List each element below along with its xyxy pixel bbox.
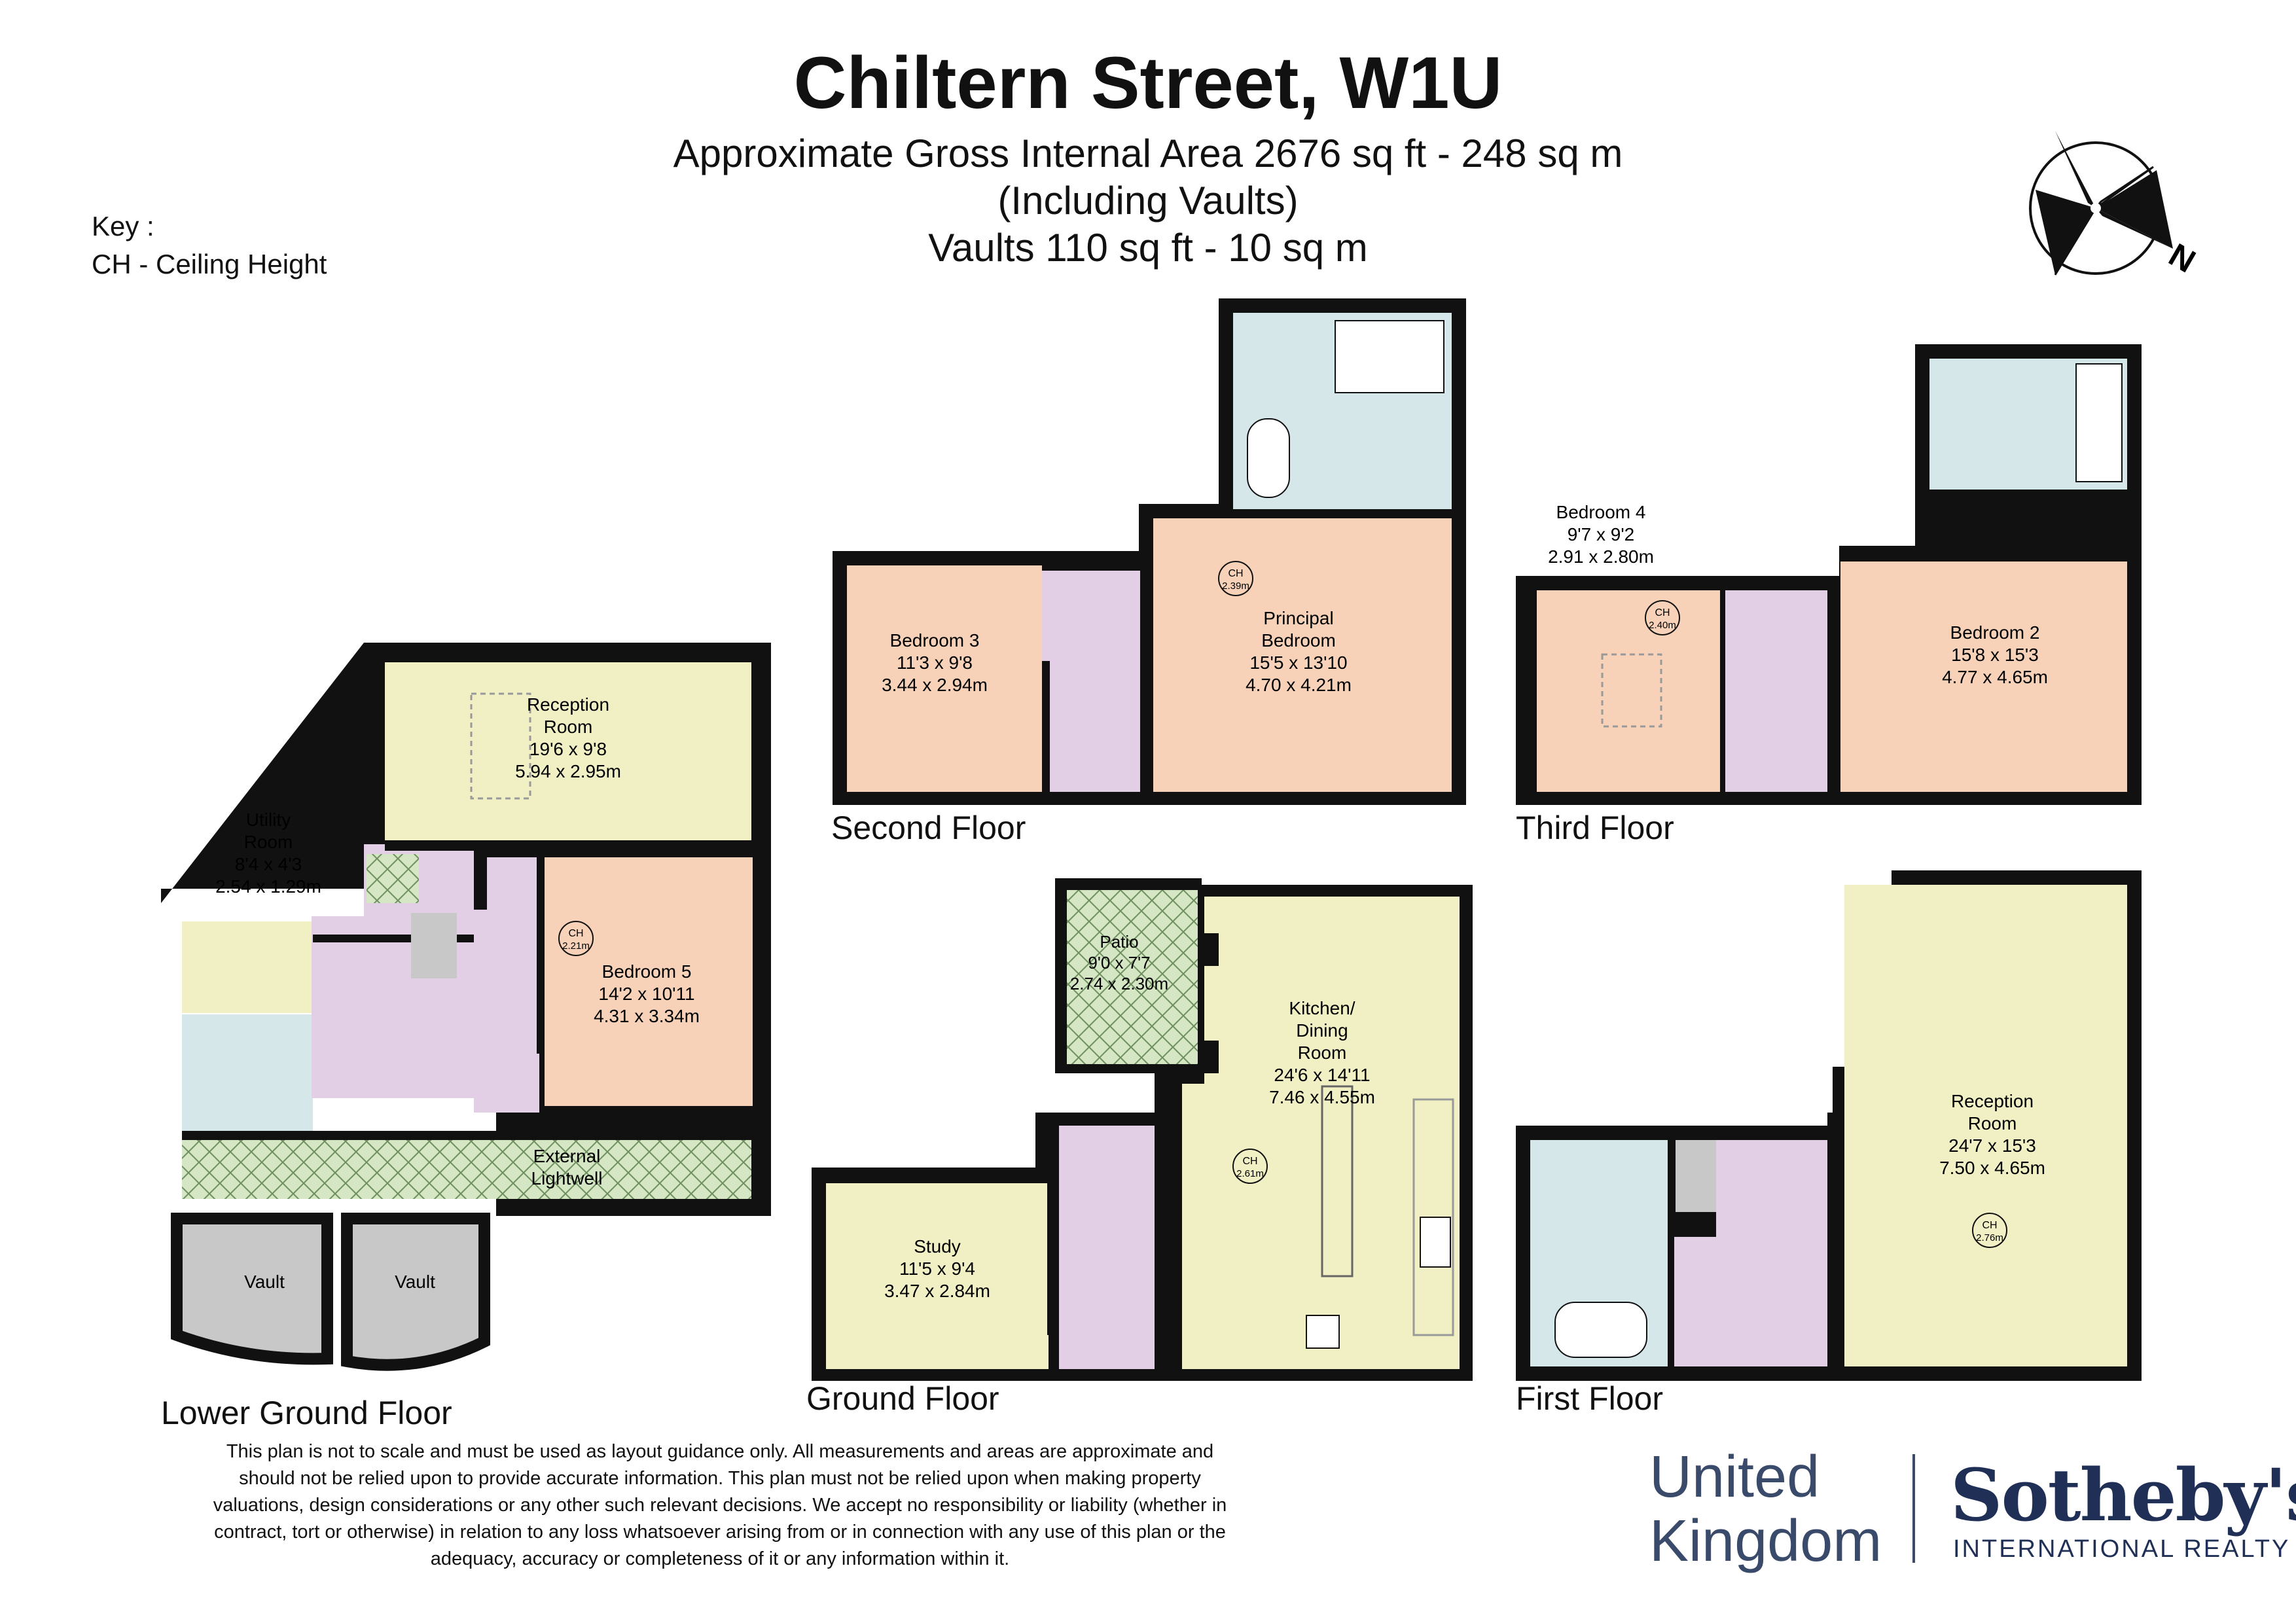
f-reception-name2: Room (1968, 1113, 2017, 1133)
area-line: Approximate Gross Internal Area 2676 sq … (673, 132, 1623, 175)
g-kitchen-metric: 7.46 x 4.55m (1269, 1087, 1375, 1107)
s-principal-imperial: 15'5 x 13'10 (1249, 652, 1347, 673)
key-entry: CH - Ceiling Height (92, 249, 327, 279)
lg-vault-2 (341, 1213, 490, 1371)
f-reception-room (1844, 885, 2127, 1366)
lg-utility-name1: Utility (246, 810, 291, 830)
s-bedroom-3 (847, 565, 1042, 792)
lg-reception-name1: Reception (527, 694, 609, 715)
lg-bedroom5-metric: 4.31 x 3.34m (594, 1006, 700, 1026)
vaults-area-line: Vaults 110 sq ft - 10 sq m (928, 226, 1368, 270)
g-study-imperial: 11'5 x 9'4 (899, 1258, 975, 1279)
s-principal-name2: Bedroom (1261, 630, 1336, 651)
lower-ground-floor-plan (161, 643, 771, 1371)
lg-vault2-name: Vault (395, 1272, 435, 1292)
lg-utility-imperial: 8'4 x 4'3 (235, 854, 302, 874)
t-bedroom4-ch-marker (1645, 600, 1680, 635)
lg-lightwell-name2: Lightwell (531, 1168, 603, 1188)
lg-bedroom5-ch: 2.21m (562, 940, 590, 952)
t-bedroom4-metric: 2.91 x 2.80m (1548, 546, 1654, 567)
first-floor-plan (1516, 870, 2142, 1381)
lg-reception-imperial: 19'6 x 9'8 (529, 739, 607, 759)
plan-title: Chiltern Street, W1U (793, 42, 1503, 124)
lg-bedroom5-ch-marker (558, 921, 594, 956)
s-principal-ch-marker (1218, 561, 1253, 596)
floor-label-second: Second Floor (831, 810, 1026, 846)
second-floor-plan (833, 298, 1466, 805)
lg-lightwell-name1: External (533, 1146, 601, 1166)
t-bedroom4-ch: 2.40m (1649, 620, 1676, 631)
g-kitchen-name1: Kitchen/ (1289, 998, 1355, 1018)
lg-bedroom5-imperial: 14'2 x 10'11 (598, 984, 694, 1004)
brand-region-line1: United (1649, 1444, 1820, 1510)
lg-bedroom5-name: Bedroom 5 (602, 961, 692, 982)
disclaimer-text: This plan is not to scale and must be us… (213, 1441, 1227, 1569)
t-bedroom4-name: Bedroom 4 (1556, 502, 1646, 522)
floor-label-third: Third Floor (1516, 810, 1674, 846)
lg-utility-metric: 2.54 x 1.29m (215, 876, 321, 897)
g-patio (1067, 890, 1198, 1064)
lg-reception-room (385, 662, 751, 840)
svg-text:CH: CH (1242, 1156, 1257, 1167)
g-kitchen-name3: Room (1298, 1043, 1347, 1063)
lg-reception-name2: Room (544, 717, 593, 737)
key-heading: Key : (92, 211, 154, 241)
f-reception-name1: Reception (1951, 1091, 2034, 1111)
t-bedroom4-imperial: 9'7 x 9'2 (1568, 524, 1635, 544)
brand-region-line2: Kingdom (1649, 1508, 1882, 1574)
t-bedroom-2 (1840, 562, 2127, 792)
s-principal-bedroom (1153, 518, 1452, 792)
lg-bedroom-5 (545, 857, 753, 1106)
g-study-name: Study (914, 1236, 961, 1257)
g-kitchen-ch: 2.61m (1236, 1168, 1264, 1179)
floor-label-ground: Ground Floor (806, 1380, 999, 1417)
g-patio-imperial: 9'0 x 7'7 (1088, 953, 1150, 972)
f-reception-ch-marker (1972, 1213, 2007, 1248)
including-vaults-line: (Including Vaults) (997, 179, 1299, 223)
t-bedroom2-name: Bedroom 2 (1950, 622, 2040, 643)
s-principal-name1: Principal (1263, 608, 1333, 628)
g-patio-name: Patio (1100, 932, 1138, 952)
t-bedroom-4 (1537, 590, 1720, 792)
g-kitchen-dining (1204, 897, 1460, 1369)
f-reception-ch: 2.76m (1976, 1232, 2003, 1243)
lg-reception-metric: 5.94 x 2.95m (515, 761, 621, 781)
brand-tagline: INTERNATIONAL REALTY (1953, 1535, 2291, 1563)
floor-label-first: First Floor (1516, 1380, 1663, 1417)
lg-utility-name2: Room (244, 832, 293, 852)
brand-divider (1912, 1454, 1915, 1563)
svg-text:CH: CH (1982, 1220, 1997, 1231)
s-principal-metric: 4.70 x 4.21m (1246, 675, 1352, 695)
g-kitchen-name2: Dining (1296, 1020, 1348, 1041)
t-bedroom2-imperial: 15'8 x 15'3 (1951, 645, 2039, 665)
f-reception-imperial: 24'7 x 15'3 (1948, 1135, 2036, 1156)
floor-label-lower-ground: Lower Ground Floor (161, 1395, 452, 1431)
ground-floor-plan (812, 878, 1473, 1381)
s-bedroom3-imperial: 11'3 x 9'8 (897, 652, 973, 673)
compass-icon (2029, 131, 2173, 276)
third-floor-plan (1516, 344, 2142, 805)
lg-external-lightwell (182, 1140, 751, 1199)
svg-text:CH: CH (1655, 607, 1670, 618)
g-kitchen-imperial: 24'6 x 14'11 (1274, 1065, 1370, 1085)
g-study-metric: 3.47 x 2.84m (884, 1281, 990, 1301)
g-kitchen-ch-marker (1232, 1149, 1268, 1184)
brand-logo-wordmark: Sotheby's (1950, 1453, 2296, 1537)
g-patio-metric: 2.74 x 2.30m (1070, 974, 1168, 993)
svg-text:CH: CH (1228, 568, 1243, 579)
s-principal-ch: 2.39m (1222, 580, 1249, 592)
lg-vault-1 (171, 1213, 333, 1365)
s-bedroom3-name: Bedroom 3 (890, 630, 980, 651)
t-bedroom2-metric: 4.77 x 4.65m (1942, 667, 2048, 687)
s-bedroom3-metric: 3.44 x 2.94m (882, 675, 988, 695)
f-reception-metric: 7.50 x 4.65m (1939, 1158, 2045, 1178)
lg-vault1-name: Vault (244, 1272, 285, 1292)
svg-text:CH: CH (568, 928, 583, 939)
g-study (826, 1183, 1049, 1369)
